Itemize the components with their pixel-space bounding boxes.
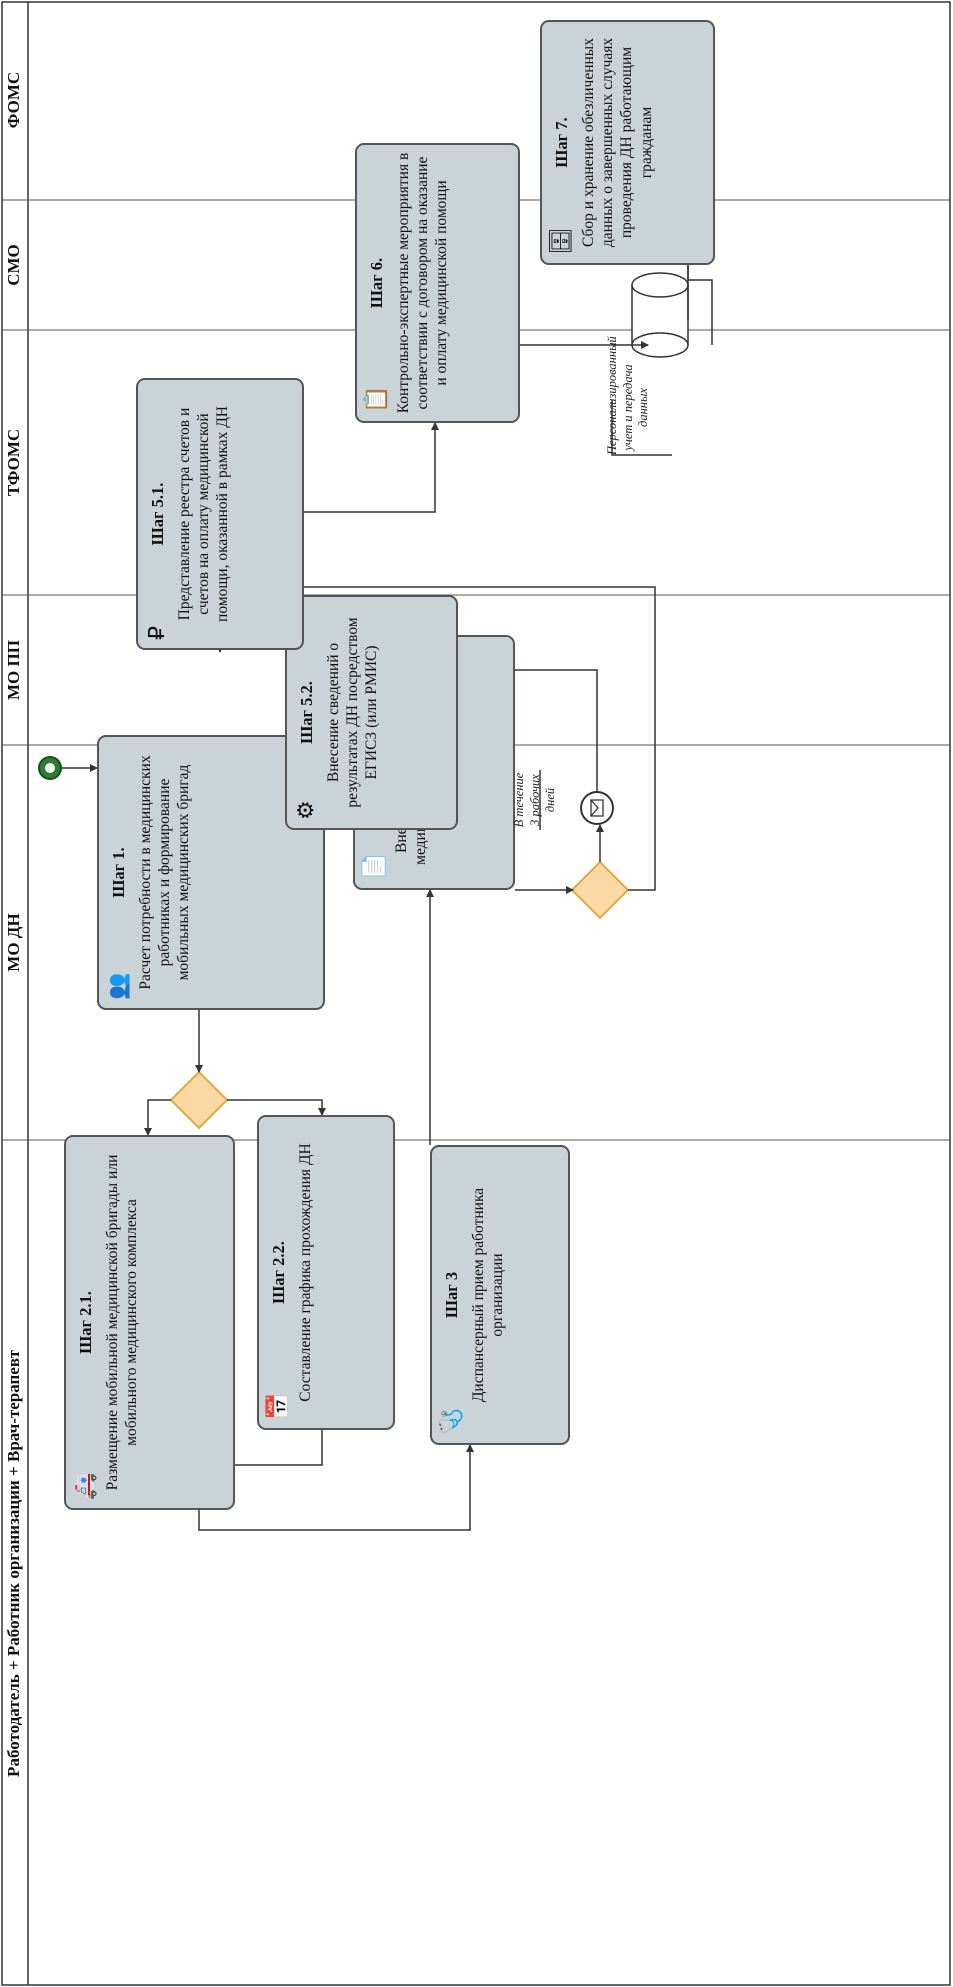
step-title: Шаг 1. — [109, 847, 128, 898]
start-event-clock-icon — [45, 763, 55, 773]
step-7-box: 🗄 Шаг 7. Сбор и хранение обезличенных данн… — [540, 20, 715, 265]
step-description: Диспансерный прием работника организации — [469, 1187, 506, 1403]
database-servers-icon: 🗄 — [548, 227, 573, 255]
step-description: Размещение мобильной медицинской бригады… — [103, 1154, 140, 1491]
step-description: Расчет потребности в медицинских работни… — [136, 755, 193, 990]
medical-documents-icon: 📄 — [361, 852, 386, 880]
envelope-icon — [590, 799, 604, 817]
lane-smo-label: СМО — [4, 244, 23, 286]
step-description: Представление реестра счетов и счетов на… — [175, 406, 232, 622]
deadline-annotation: В течение 3 рабочих дней — [512, 772, 558, 828]
step-51-box: ₽ Шаг 5.1. Представление реестра счетов и … — [136, 378, 304, 650]
step-description: Контрольно-экспертные мероприятия в соот… — [394, 152, 451, 414]
step-description: Внесение сведений о результатах ДН посре… — [324, 617, 381, 808]
step-21-box: 🚑 Шаг 2.1. Размещение мобильной медицинско… — [64, 1135, 235, 1510]
invoice-ruble-icon: ₽ — [144, 626, 169, 640]
flow-split-to-2.1 — [144, 1099, 171, 1136]
flow-2.2-to-join — [226, 1430, 323, 1469]
personal-bracket — [611, 400, 672, 456]
lane-mo-pp-label: МО ПП — [4, 640, 23, 700]
flow-step5.1-to-step6 — [304, 422, 439, 513]
lane-tfoms: ТФОМС — [2, 330, 26, 595]
lane-mo-dn: МО ДН — [2, 745, 26, 1140]
step-6-box: 📋 Шаг 6. Контрольно-экспертные мероприятия… — [355, 143, 520, 423]
lane-tfoms-label: ТФОМС — [4, 428, 23, 497]
clipboard-check-icon: 📋 — [363, 385, 388, 413]
lane-foms: ФОМС — [2, 0, 26, 200]
step-title: Шаг 2.2. — [269, 1241, 288, 1304]
step-description: Сбор и хранение обезличенных данных о за… — [579, 37, 655, 248]
step-description: Составление графика прохождения ДН — [296, 1143, 314, 1402]
flow-split-to-2.2 — [227, 1099, 326, 1116]
lane-employer-label: Работодатель + Работник организации + Вр… — [4, 1350, 23, 1777]
personal-data-annotation: Персонализированный учет и передача данн… — [605, 336, 651, 455]
step-title: Шаг 6. — [367, 257, 386, 309]
step-3-box: 🩺 Шаг 3 Диспансерный прием работника орган… — [430, 1145, 570, 1445]
doctor-schedule-icon: 📅 — [265, 1392, 290, 1420]
ambulance-team-icon: 🚑 — [72, 1472, 97, 1500]
doctor-patient-icon: 🩺 — [438, 1407, 463, 1435]
step-title: Шаг 7. — [552, 117, 571, 168]
lane-foms-label: ФОМС — [4, 71, 23, 129]
step-title: Шаг 5.1. — [148, 482, 167, 546]
doctors-team-icon: 👥 — [105, 972, 130, 1000]
step-52-box: ⚙Шаг 5.2.Внесение сведений о результатах… — [285, 595, 458, 830]
step-title: Шаг 3 — [442, 1271, 461, 1319]
lane-smo: СМО — [2, 200, 26, 330]
step-title: Шаг 2.1. — [76, 1291, 95, 1354]
computer-settings-icon: ⚙ — [293, 800, 318, 820]
gateway-split — [169, 1070, 229, 1130]
lane-employer: Работодатель + Работник организации + Вр… — [2, 1140, 26, 1987]
database-end — [631, 272, 689, 298]
flow-join-to-step3 — [198, 1444, 474, 1531]
gateway-after-step4 — [570, 860, 630, 920]
step-22-box: 📅 Шаг 2.2. Составление графика прохождения… — [257, 1115, 395, 1430]
lane-mo-dn-label: МО ДН — [4, 913, 23, 972]
lane-mo-pp: МО ПП — [2, 595, 26, 745]
